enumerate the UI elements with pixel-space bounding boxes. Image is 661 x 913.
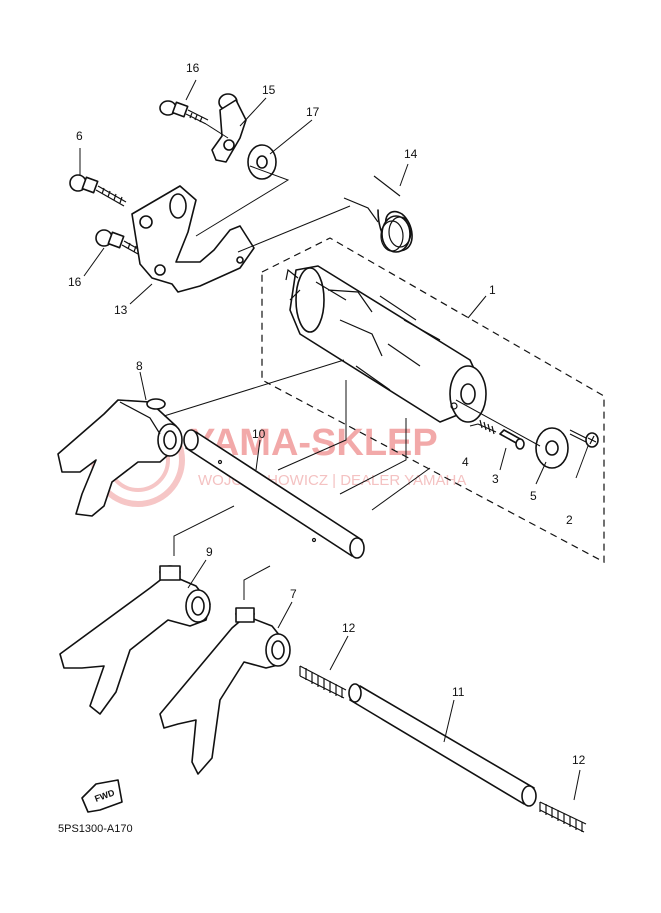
callout-1: 1: [489, 283, 496, 297]
callout-9: 9: [206, 545, 213, 559]
callout-4: 4: [462, 455, 469, 469]
callout-6: 6: [76, 129, 83, 143]
spring-12-lower: [539, 801, 587, 833]
connection-lines: [163, 123, 541, 600]
callout-12-upper: 12: [342, 621, 356, 635]
segment-plate-13: [131, 185, 255, 293]
callout-11: 11: [452, 685, 465, 699]
callout-2: 2: [566, 513, 573, 527]
callout-5: 5: [530, 489, 537, 503]
guide-bar-11: [348, 683, 537, 807]
guide-bar-10: [183, 429, 365, 559]
spring-4: [477, 419, 497, 435]
washer-17: [247, 144, 277, 180]
callout-14: 14: [404, 147, 418, 161]
forward-direction-arrow: FWD: [81, 779, 123, 813]
stopper-lever-15: [211, 93, 247, 163]
shift-drum-assembly-boundary: [261, 237, 605, 563]
callout-8: 8: [136, 359, 143, 373]
callout-labels: 1 2 3 4 5 6 7 8 9 10 11 12 12 13 14 15 1…: [68, 61, 586, 767]
callout-15: 15: [262, 83, 276, 97]
stopper-plate-5: [535, 427, 569, 469]
callout-17: 17: [306, 105, 320, 119]
callout-16-top: 16: [186, 61, 200, 75]
callout-3: 3: [492, 472, 499, 486]
shift-fork-7: [159, 607, 291, 775]
callout-10: 10: [252, 427, 266, 441]
pin-3: [499, 429, 525, 450]
bolt-16-top: [159, 100, 209, 125]
callout-12-lower: 12: [572, 753, 586, 767]
shift-fork-9: [59, 565, 211, 715]
shift-drum-1: [285, 265, 487, 423]
callout-7: 7: [290, 587, 297, 601]
bolt-16-lower: [95, 229, 141, 255]
torsion-spring-14: [343, 175, 413, 253]
diagram-code: 5PS1300-A170: [58, 823, 133, 835]
callout-13: 13: [114, 303, 128, 317]
spring-12-upper: [299, 665, 347, 699]
bolt-6: [69, 174, 127, 207]
callout-16-lower: 16: [68, 275, 82, 289]
callout-leaders: [79, 79, 589, 801]
shift-fork-8: [57, 398, 183, 517]
screw-2: [569, 429, 599, 448]
